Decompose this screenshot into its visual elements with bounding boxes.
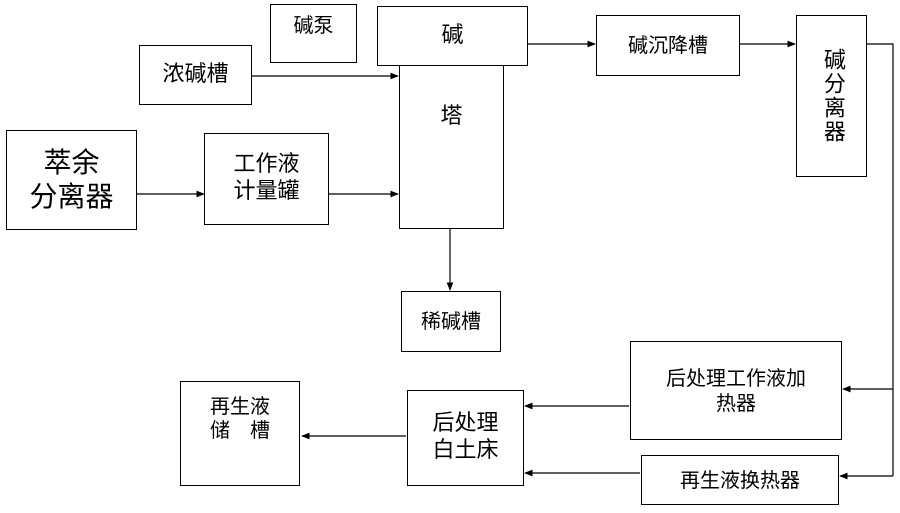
alkali-tower-top: 碱 [377,6,528,66]
alkali-settling-tank-box: 碱沉降槽 [596,15,740,76]
alkali-tower-top-label: 碱 [441,22,464,48]
regenerated-solution-heat-exchanger-box: 再生液换热器 [641,455,839,505]
alkali-pump-box: 碱泵 [270,4,357,63]
post-treatment-heater-label: 后处理工作液加 热器 [666,366,806,415]
post-treatment-clay-bed-label: 后处理 白土床 [432,411,499,463]
alkali-settling-tank-label: 碱沉降槽 [628,33,708,58]
alkali-pump-label: 碱泵 [293,13,334,37]
concentrated-alkali-tank-box: 浓碱槽 [139,45,252,105]
alkali-tower-body: 塔 [399,65,504,229]
alkali-separator-label: 碱分离器 [819,48,845,144]
dilute-alkali-tank-label: 稀碱槽 [421,309,481,334]
regenerated-solution-heat-exchanger-label: 再生液换热器 [680,467,800,492]
concentrated-alkali-tank-label: 浓碱槽 [162,61,229,87]
regenerated-solution-storage-tank-label: 再生液 储 槽 [210,394,270,443]
line-separator-outlet [867,43,894,476]
raffinate-separator-label: 萃余 分离器 [29,146,114,213]
regenerated-solution-storage-tank-box: 再生液 储 槽 [180,381,300,486]
alkali-tower-body-label: 塔 [440,104,463,129]
dilute-alkali-tank-box: 稀碱槽 [401,291,501,352]
working-solution-meter-tank-box: 工作液 计量罐 [204,133,329,225]
post-treatment-clay-bed-box: 后处理 白土床 [407,390,524,486]
raffinate-separator-box: 萃余 分离器 [6,130,137,230]
working-solution-meter-tank-label: 工作液 计量罐 [233,152,300,204]
alkali-separator-box: 碱分离器 [796,15,867,177]
post-treatment-heater-box: 后处理工作液加 热器 [630,341,842,440]
